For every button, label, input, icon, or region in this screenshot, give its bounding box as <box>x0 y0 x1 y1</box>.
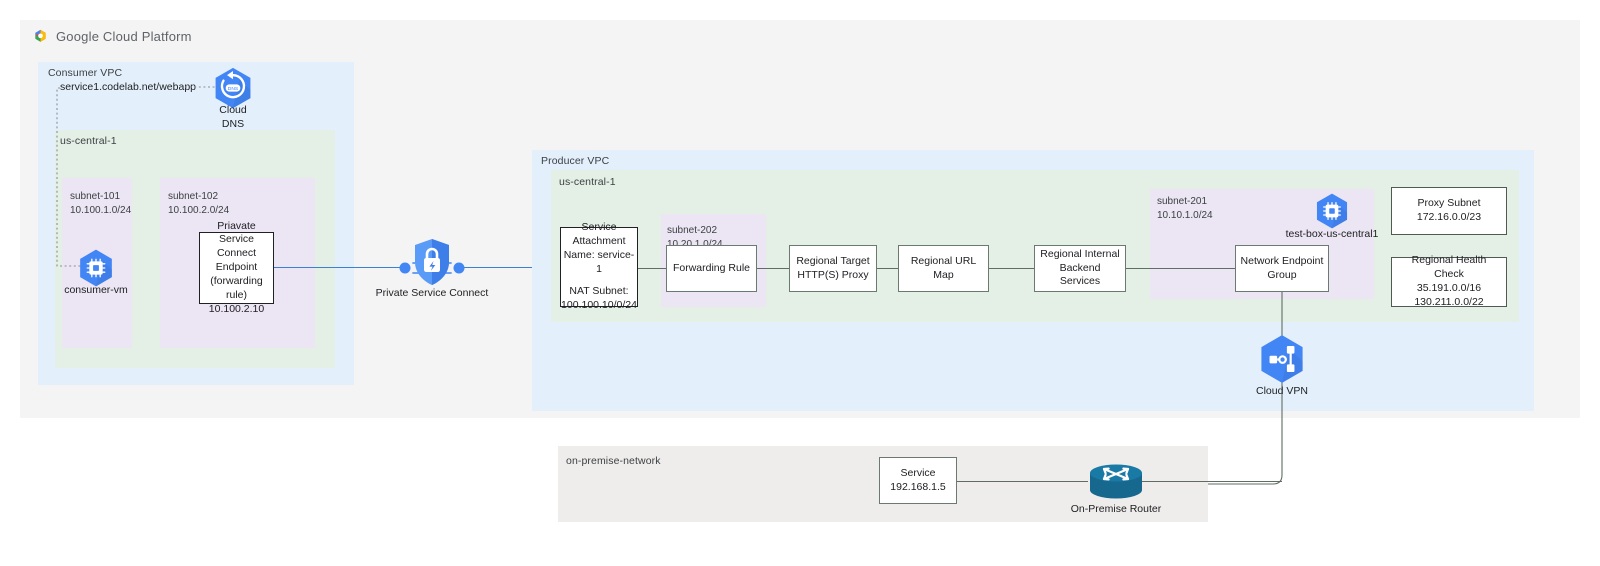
subnet-202-name: subnet-202 <box>667 225 718 236</box>
compute-engine-vm-icon <box>80 249 112 287</box>
link-backend-to-neg <box>1126 268 1235 270</box>
subnet-101-name: subnet-101 <box>70 191 121 202</box>
test-box-label: test-box-us-central1 <box>1285 228 1379 240</box>
test-box-vm-icon <box>1316 193 1348 229</box>
subnet-101-label: subnet-101 10.100.1.0/24 <box>70 190 131 217</box>
psc-link-right <box>455 267 560 269</box>
private-service-connect-icon <box>415 239 449 285</box>
link-router-to-vpn <box>1142 481 1282 483</box>
cloud-vpn-icon <box>1261 335 1303 383</box>
google-cloud-platform-logo <box>35 29 46 42</box>
subnet-102-name: subnet-102 <box>168 191 219 202</box>
forwarding-rule-box[interactable]: Forwarding Rule <box>666 245 757 292</box>
regional-backend-services-box[interactable]: Regional Internal Backend Services <box>1034 245 1126 292</box>
link-urlmap-to-backend <box>989 268 1034 270</box>
subnet-201-label: subnet-201 10.10.1.0/24 <box>1157 195 1213 222</box>
link-sa-to-fr <box>638 268 666 270</box>
private-service-connect-label: Private Service Connect <box>375 287 489 299</box>
svg-text:DNS: DNS <box>228 86 239 92</box>
subnet-102-cidr: 10.100.2.0/24 <box>168 204 230 216</box>
link-fr-to-proxy <box>757 268 789 270</box>
subnet-101-cidr: 10.100.1.0/24 <box>70 204 132 216</box>
subnet-102-label: subnet-102 10.100.2.0/24 <box>168 190 229 217</box>
gcp-header: Google Cloud Platform <box>32 28 192 45</box>
dns-record-label: service1.codelab.net/webapp <box>60 81 197 93</box>
dns-record-connector <box>185 86 217 88</box>
consumer-vm-label: consumer-vm <box>64 284 128 296</box>
on-premise-router-icon <box>1090 464 1142 499</box>
consumer-vpc-label: Consumer VPC <box>48 67 123 79</box>
producer-vpc-label: Producer VPC <box>541 155 610 167</box>
consumer-region-label: us-central-1 <box>60 135 117 147</box>
on-premise-router-label: On-Premise Router <box>1070 503 1162 515</box>
subnet-202-label: subnet-202 10.20.1.0/24 <box>667 224 723 251</box>
gcp-wordmark: Google Cloud Platform <box>56 29 192 44</box>
psc-link-left <box>274 267 408 269</box>
proxy-subnet-box[interactable]: Proxy Subnet 172.16.0.0/23 <box>1391 187 1507 235</box>
network-endpoint-group-box[interactable]: Network Endpoint Group <box>1235 245 1329 292</box>
cloud-vpn-label: Cloud VPN <box>1256 385 1308 397</box>
link-service-to-router <box>957 481 1088 483</box>
service-attachment-box[interactable]: Service Attachment Name: service-1 NAT S… <box>560 220 638 312</box>
cloud-dns-label: Cloud DNS <box>219 104 247 130</box>
producer-region-label: us-central-1 <box>559 176 616 188</box>
regional-target-proxy-box[interactable]: Regional Target HTTP(S) Proxy <box>789 245 877 292</box>
regional-health-check-box[interactable]: Regional Health Check 35.191.0.0/16 130.… <box>1391 254 1507 308</box>
private-service-connect-endpoint-box[interactable]: Priavate Service Connect Endpoint (forwa… <box>199 220 274 315</box>
cloud-dns-icon: DNS <box>215 67 251 109</box>
link-proxy-to-urlmap <box>877 268 898 270</box>
on-premise-service-box[interactable]: Service 192.168.1.5 <box>879 457 957 504</box>
regional-url-map-box[interactable]: Regional URL Map <box>898 245 989 292</box>
on-premise-network-label: on-premise-network <box>566 455 661 467</box>
dns-resolution-path <box>56 87 97 267</box>
subnet-202-cidr: 10.20.1.0/24 <box>667 238 723 250</box>
subnet-201-name: subnet-201 <box>1157 196 1208 207</box>
subnet-201-cidr: 10.10.1.0/24 <box>1157 209 1213 221</box>
